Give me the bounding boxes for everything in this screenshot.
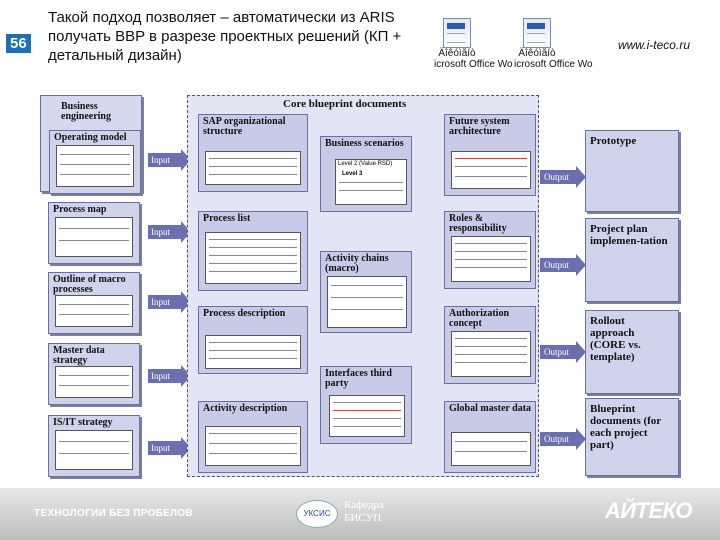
activity-description-thumbnail (205, 426, 301, 466)
global-master-data-panel: Global master data (444, 401, 536, 473)
footer-bar (0, 488, 720, 540)
authorization-concept-panel: Authorization concept (444, 306, 536, 384)
uksis-logo: УКСИС (296, 500, 338, 528)
business-scenarios-thumbnail: Level 2 (Value RSD) Level 3 (335, 159, 407, 205)
panel-title: Business scenarios (325, 138, 404, 149)
operating-model-panel: Operating model (49, 130, 141, 194)
activity-description-panel: Activity description (198, 401, 308, 473)
panel-title: Roles & responsibility (449, 213, 507, 234)
process-list-thumbnail (205, 232, 301, 284)
interfaces-third-party-panel: Interfaces third party (320, 366, 412, 444)
panel-title: IS/IT strategy (53, 417, 113, 428)
slide-title: Такой подход позволяет – автоматически и… (48, 9, 402, 64)
is-it-strategy-thumbnail (55, 430, 133, 470)
roles-thumbnail (451, 236, 531, 282)
panel-title: Blueprint documents (for each project pa… (590, 403, 661, 451)
panel-title: Rollout approach (CORE vs. template) (590, 315, 641, 363)
output-arrow-4: Output (540, 428, 586, 450)
level3-label: Level 3 (342, 171, 363, 177)
doc-label-2a: Äîêóìåíò (518, 48, 556, 59)
blueprint-diagram: Business engineering Operating model Pro… (40, 95, 680, 477)
process-description-panel: Process description (198, 306, 308, 374)
panel-title: Operating model (54, 132, 127, 143)
process-map-thumbnail (55, 217, 133, 257)
activity-chains-thumbnail (327, 276, 407, 328)
panel-title: Authorization concept (449, 308, 509, 329)
word-document-icon-1[interactable]: Äîêóìåíò icrosoft Office Wo (434, 18, 513, 70)
sap-org-structure-panel: SAP organizational structure (198, 114, 308, 192)
activity-chains-panel: Activity chains (macro) (320, 251, 412, 333)
master-data-strategy-panel: Master data strategy (48, 343, 140, 405)
panel-title: Process map (53, 204, 107, 215)
future-system-architecture-panel: Future system architecture (444, 114, 536, 196)
panel-title: Global master data (449, 403, 532, 414)
process-description-thumbnail (205, 335, 301, 369)
document-icon (443, 18, 471, 48)
core-blueprint-area: Core blueprint documents SAP organizatio… (187, 95, 539, 477)
panel-title: Process list (203, 213, 251, 224)
doc-label-1b: icrosoft Office Wo (434, 59, 513, 70)
business-engineering-panel: Business engineering Operating model (40, 95, 142, 194)
macro-processes-thumbnail (55, 295, 133, 327)
brand-logo: АЙТЕКО (604, 498, 693, 523)
panel-title: Activity description (203, 403, 288, 414)
architecture-thumbnail (451, 151, 531, 189)
blueprint-title: Core blueprint documents (283, 98, 407, 110)
document-icon (523, 18, 551, 48)
footer-tagline: ТЕХНОЛОГИИ БЕЗ ПРОБЕЛОВ (34, 508, 193, 519)
operating-model-thumbnail (56, 145, 134, 187)
site-url[interactable]: www.i-teco.ru (617, 38, 690, 52)
input-arrow-5: Input (148, 437, 191, 459)
output-arrow-2: Output (540, 254, 586, 276)
panel-title: Future system architecture (449, 116, 510, 137)
panel-title: Prototype (590, 135, 637, 147)
roles-responsibility-panel: Roles & responsibility (444, 211, 536, 289)
is-it-strategy-panel: IS/IT strategy (48, 415, 140, 477)
interfaces-thumbnail (329, 395, 405, 437)
input-arrow-3: Input (148, 291, 191, 313)
panel-title: Outline of macro processes (53, 274, 126, 295)
master-data-thumbnail (55, 366, 133, 398)
macro-processes-panel: Outline of macro processes (48, 272, 140, 334)
rollout-approach-panel: Rollout approach (CORE vs. template) (585, 310, 679, 394)
input-arrow-1: Input (148, 149, 191, 171)
panel-title: Business engineering (61, 101, 111, 122)
doc-label-1a: Äîêóìåíò (438, 48, 476, 59)
project-plan-panel: Project plan implemen-tation (585, 218, 679, 302)
process-map-panel: Process map (48, 202, 140, 264)
output-arrow-1: Output (540, 166, 586, 188)
global-master-data-thumbnail (451, 432, 531, 466)
level2-label: Level 2 (Value RSD) (338, 161, 393, 167)
panel-title: Process description (203, 308, 286, 319)
department-line-1: Кафедра (344, 499, 384, 511)
org-structure-thumbnail (205, 151, 301, 185)
slide-number: 56 (6, 34, 31, 53)
department-line-2: БИСУП (344, 512, 382, 524)
panel-title: Interfaces third party (325, 368, 392, 389)
panel-title: Activity chains (macro) (325, 253, 389, 274)
output-arrow-3: Output (540, 341, 586, 363)
panel-title: Master data strategy (53, 345, 105, 366)
doc-label-2b: icrosoft Office Wo (514, 59, 593, 70)
blueprint-documents-panel: Blueprint documents (for each project pa… (585, 398, 679, 476)
panel-title: Project plan implemen-tation (590, 223, 668, 247)
prototype-panel: Prototype (585, 130, 679, 212)
business-scenarios-panel: Business scenarios Level 2 (Value RSD) L… (320, 136, 412, 212)
process-list-panel: Process list (198, 211, 308, 291)
word-document-icon-2[interactable]: Äîêóìåíò icrosoft Office Wo (514, 18, 593, 70)
department-label: Кафедра БИСУП (344, 499, 384, 525)
panel-title: SAP organizational structure (203, 116, 286, 137)
authorization-thumbnail (451, 331, 531, 377)
input-arrow-4: Input (148, 365, 191, 387)
input-arrow-2: Input (148, 221, 191, 243)
